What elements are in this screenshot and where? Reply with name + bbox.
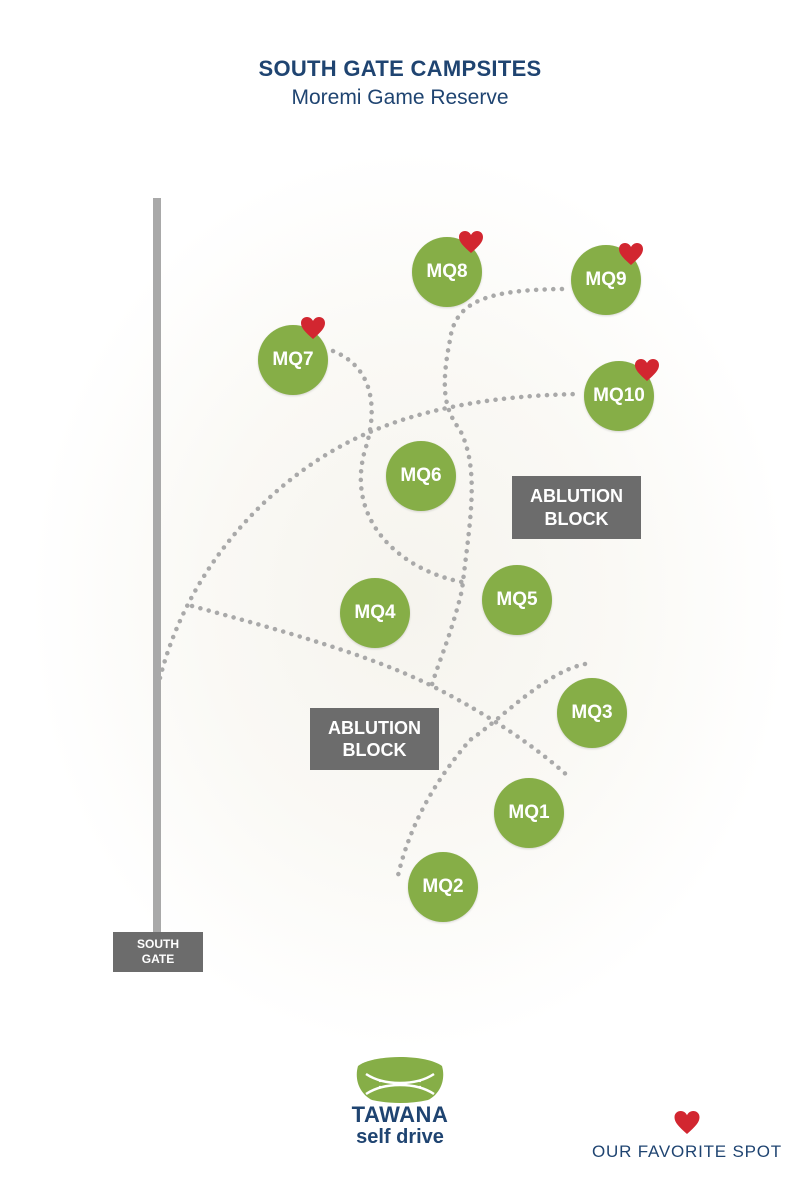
tawana-logo-icon — [356, 1057, 444, 1103]
legend-favorite-label: OUR FAVORITE SPOT — [592, 1142, 782, 1161]
campsite-mq2[interactable]: MQ2 — [408, 852, 478, 922]
campsite-mq7[interactable]: MQ7 — [258, 325, 328, 395]
heart-icon — [301, 317, 325, 339]
heart-icon — [459, 231, 483, 253]
campsite-mq5[interactable]: MQ5 — [482, 565, 552, 635]
track-to-mq10 — [157, 391, 583, 681]
heart-icon — [635, 359, 659, 381]
page-title: SOUTH GATE CAMPSITES — [258, 56, 542, 81]
campsite-mq6[interactable]: MQ6 — [386, 441, 456, 511]
ablution-block-label: BLOCK — [342, 740, 407, 760]
ablution-block-label: ABLUTION — [328, 717, 421, 738]
ablution-block-west: ABLUTION BLOCK — [310, 708, 439, 770]
campsite-mq3[interactable]: MQ3 — [557, 678, 627, 748]
heart-icon — [619, 243, 643, 265]
track-to-mq1 — [189, 603, 573, 781]
track-mq3-mq2 — [394, 661, 588, 883]
south-gate-sign: SOUTH GATE — [113, 932, 203, 972]
campsite-mq1[interactable]: MQ1 — [494, 778, 564, 848]
page-subtitle: Moremi Game Reserve — [291, 86, 509, 109]
ablution-block-label: ABLUTION — [530, 486, 623, 506]
ablution-block-label: BLOCK — [544, 508, 609, 529]
logo-name: TAWANA — [351, 1102, 449, 1127]
south-gate-label: GATE — [141, 952, 175, 966]
heart-icon — [674, 1111, 700, 1134]
ablution-block-east: ABLUTION BLOCK — [512, 476, 641, 539]
track-mq9-center — [427, 286, 565, 695]
campsite-mq4[interactable]: MQ4 — [340, 578, 410, 648]
south-gate-label: SOUTH — [137, 937, 179, 951]
logo-tagline: self drive — [356, 1126, 444, 1148]
track-mq7-mq5 — [330, 348, 465, 585]
